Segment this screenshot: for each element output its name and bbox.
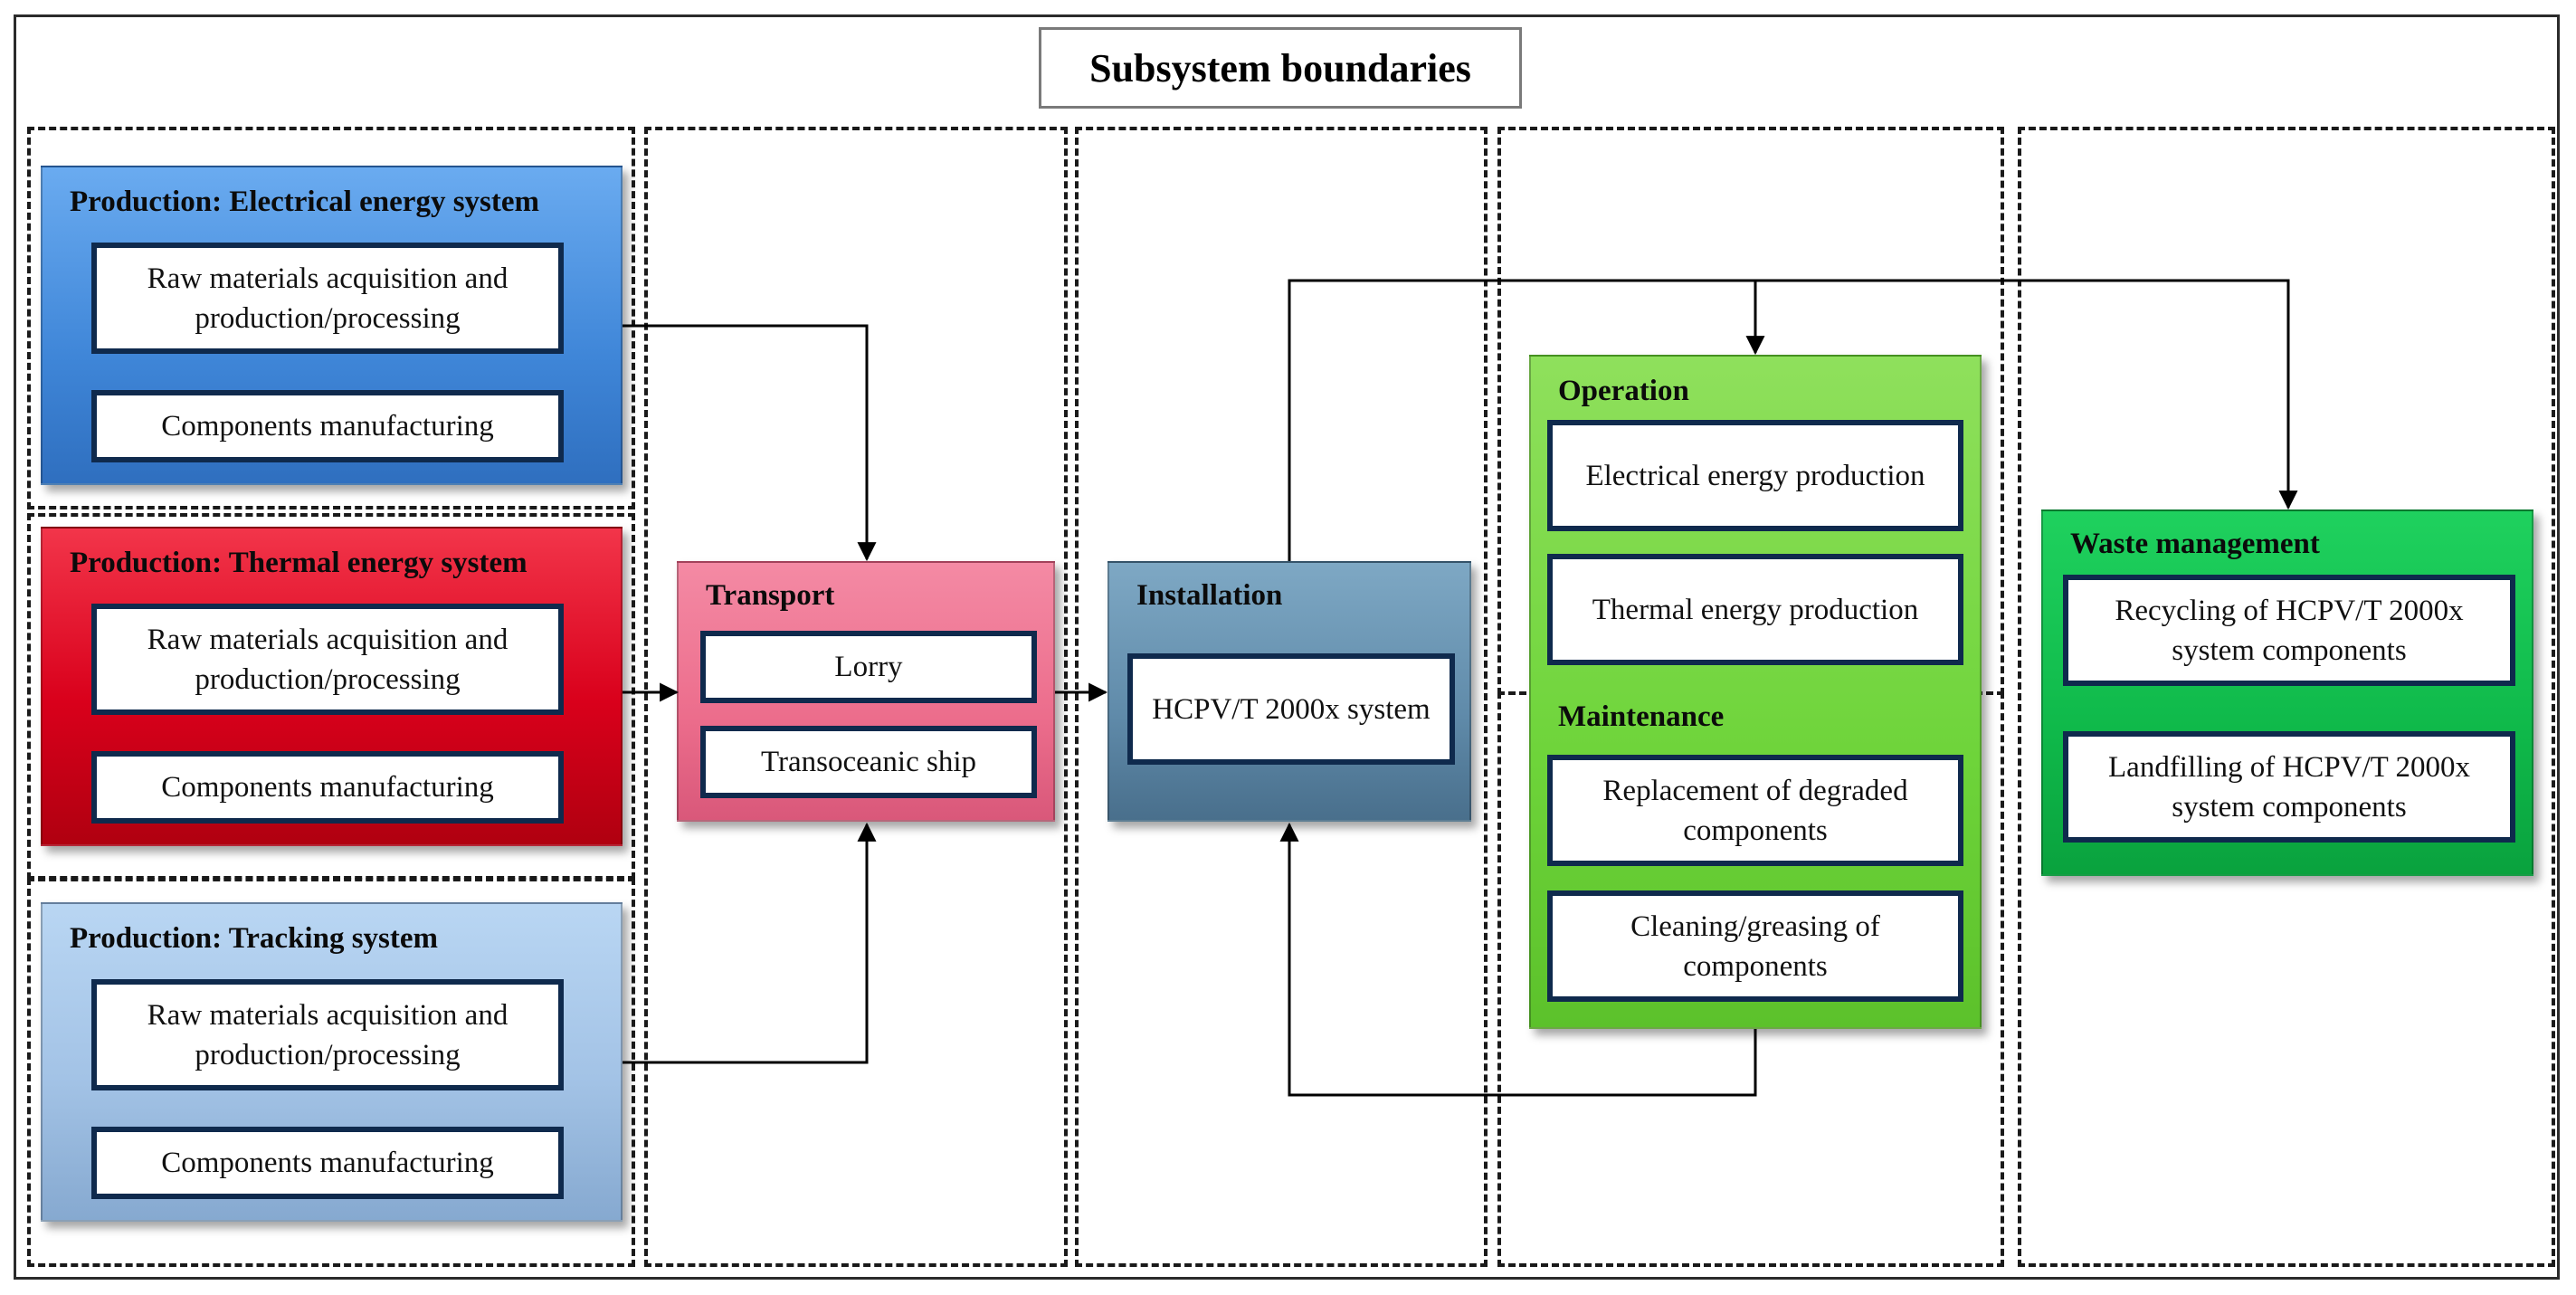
process-box: Cleaning/greasing of components (1547, 890, 1963, 1002)
panel-operation-maintenance: Operation Electrical energy production T… (1529, 355, 1982, 1029)
panel-production-thermal: Production: Thermal energy system Raw ma… (41, 527, 623, 846)
process-box: Raw materials acquisition and production… (91, 243, 564, 354)
process-box: Raw materials acquisition and production… (91, 604, 564, 715)
boundary-waste-management (2018, 127, 2555, 1267)
process-box: Landfilling of HCPV/T 2000x system compo… (2063, 731, 2515, 843)
connector-electrical-to-transport (623, 324, 877, 562)
process-box: HCPV/T 2000x system (1127, 653, 1455, 765)
panel-title: Transport (706, 579, 835, 612)
panel-waste-management: Waste management Recycling of HCPV/T 200… (2041, 509, 2533, 876)
boundary-transport (644, 127, 1068, 1267)
panel-title: Production: Electrical energy system (70, 186, 540, 218)
panel-transport: Transport Lorry Transoceanic ship (677, 561, 1055, 822)
figure-frame (14, 14, 2560, 1280)
boundary-production-electrical (27, 127, 635, 509)
connector-installation-to-operation (1288, 279, 1765, 561)
panel-title-operation: Operation (1558, 375, 1689, 407)
panel-title: Production: Thermal energy system (70, 547, 528, 579)
panel-production-electrical: Production: Electrical energy system Raw… (41, 166, 623, 485)
process-box: Transoceanic ship (700, 726, 1037, 798)
connector-installation-to-waste (1755, 279, 2298, 510)
boundary-production-tracking (27, 878, 635, 1267)
panel-title: Installation (1136, 579, 1283, 612)
process-box: Recycling of HCPV/T 2000x system compone… (2063, 575, 2515, 686)
panel-title: Waste management (2070, 528, 2320, 560)
process-box: Lorry (700, 631, 1037, 703)
process-box: Replacement of degraded components (1547, 755, 1963, 866)
panel-title: Production: Tracking system (70, 922, 439, 955)
diagram-title: Subsystem boundaries (1039, 27, 1522, 109)
process-box: Thermal energy production (1547, 554, 1963, 665)
process-box: Raw materials acquisition and production… (91, 979, 564, 1090)
panel-title-maintenance: Maintenance (1558, 700, 1725, 733)
process-box: Components manufacturing (91, 390, 564, 462)
process-box: Components manufacturing (91, 751, 564, 824)
connector-maintenance-to-installation (1279, 822, 1757, 1097)
boundary-installation (1075, 127, 1488, 1267)
panel-installation: Installation HCPV/T 2000x system (1107, 561, 1471, 822)
connector-tracking-to-transport (623, 822, 877, 1064)
panel-production-tracking: Production: Tracking system Raw material… (41, 902, 623, 1222)
process-box: Components manufacturing (91, 1127, 564, 1199)
process-box: Electrical energy production (1547, 420, 1963, 531)
